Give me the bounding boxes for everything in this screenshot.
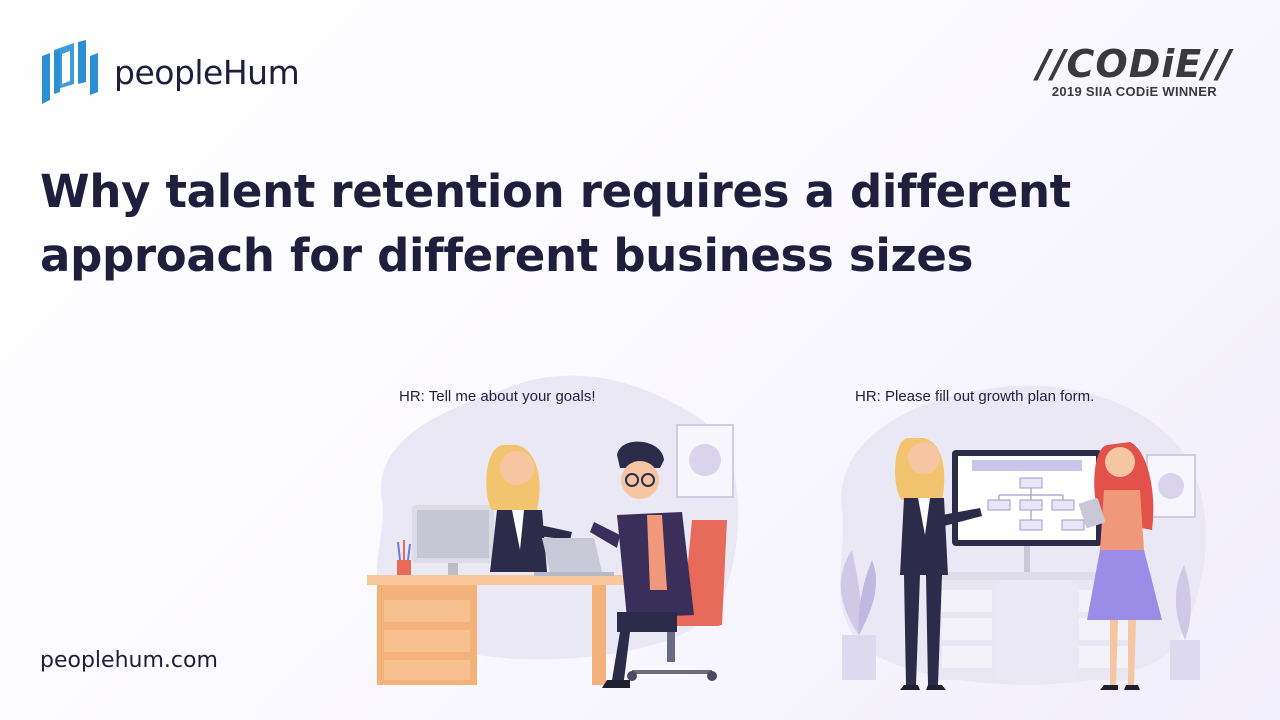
frame-icon: [1146, 454, 1196, 518]
peoplehum-logo-icon: [42, 40, 98, 104]
scene-caption: HR: Please fill out growth plan form.: [855, 388, 1095, 405]
presenter-avatar: [895, 438, 982, 690]
award-title: //CODiE//: [1036, 42, 1232, 86]
brand-logo[interactable]: peopleHum: [40, 40, 300, 104]
man-avatar: [590, 441, 694, 688]
page-headline: Why talent retention requires a differen…: [40, 160, 1200, 288]
office-conversation-illustration: [367, 375, 739, 688]
monitor-icon: [412, 505, 494, 577]
employee-avatar: [1078, 442, 1162, 690]
laptop-icon: [534, 538, 614, 576]
woman-avatar: [486, 445, 572, 572]
brand-name: peopleHum: [114, 52, 300, 92]
award-subtitle: 2019 SIIA CODiE WINNER: [1051, 84, 1217, 99]
plant-icon: [397, 540, 411, 576]
performance-review-illustration: [840, 385, 1206, 690]
plant-icon: [840, 550, 1200, 680]
award-badge: //CODiE// 2019 SIIA CODiE WINNER: [1037, 44, 1232, 99]
headline-line-2: approach for different business sizes: [40, 229, 974, 282]
frame-icon: [676, 424, 734, 498]
scene-caption: HR: Tell me about your goals!: [399, 388, 596, 405]
scene-growth-plan: HR: Please fill out growth plan form.: [812, 350, 1212, 700]
desk-icon: [367, 575, 627, 685]
website-link[interactable]: peoplehum.com: [40, 648, 218, 673]
headline-line-1: Why talent retention requires a differen…: [40, 165, 1071, 218]
scene-goals-conversation: HR: Tell me about your goals!: [362, 350, 742, 700]
presentation-board: [952, 450, 1102, 572]
